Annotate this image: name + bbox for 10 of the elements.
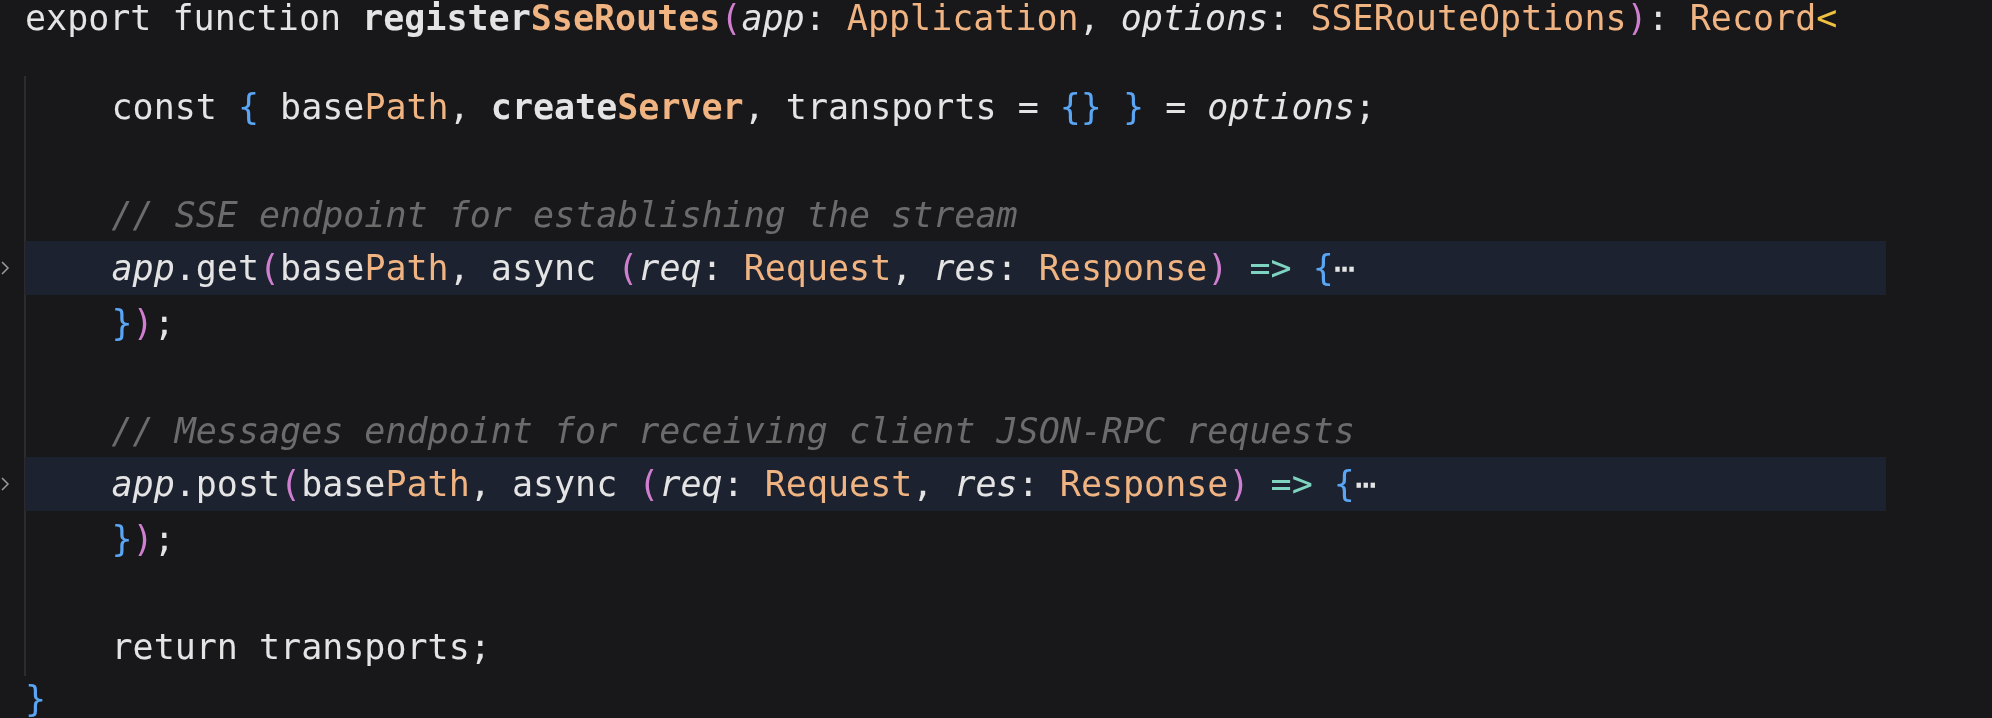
code-comment: // SSE endpoint for establishing the stream (111, 194, 1018, 237)
code-line: export function registerSseRoutes(app: Application, options: SSERouteOptions): Record< (25, 0, 1838, 40)
code-line: } (25, 678, 47, 718)
code-comment: // Messages endpoint for receiving client JSON-RPC requests (111, 410, 1355, 453)
code-line: app.post(basePath, async (req: Request, res: Response) => {⋯ (111, 463, 1376, 506)
code-line: }); (111, 518, 175, 561)
code-line: const { basePath, createServer, transports = {} } = options; (111, 86, 1376, 129)
code-line: }); (111, 302, 175, 345)
code-line: app.get(basePath, async (req: Request, res: Response) => {⋯ (111, 247, 1355, 290)
code-line: return transports; (111, 626, 491, 669)
